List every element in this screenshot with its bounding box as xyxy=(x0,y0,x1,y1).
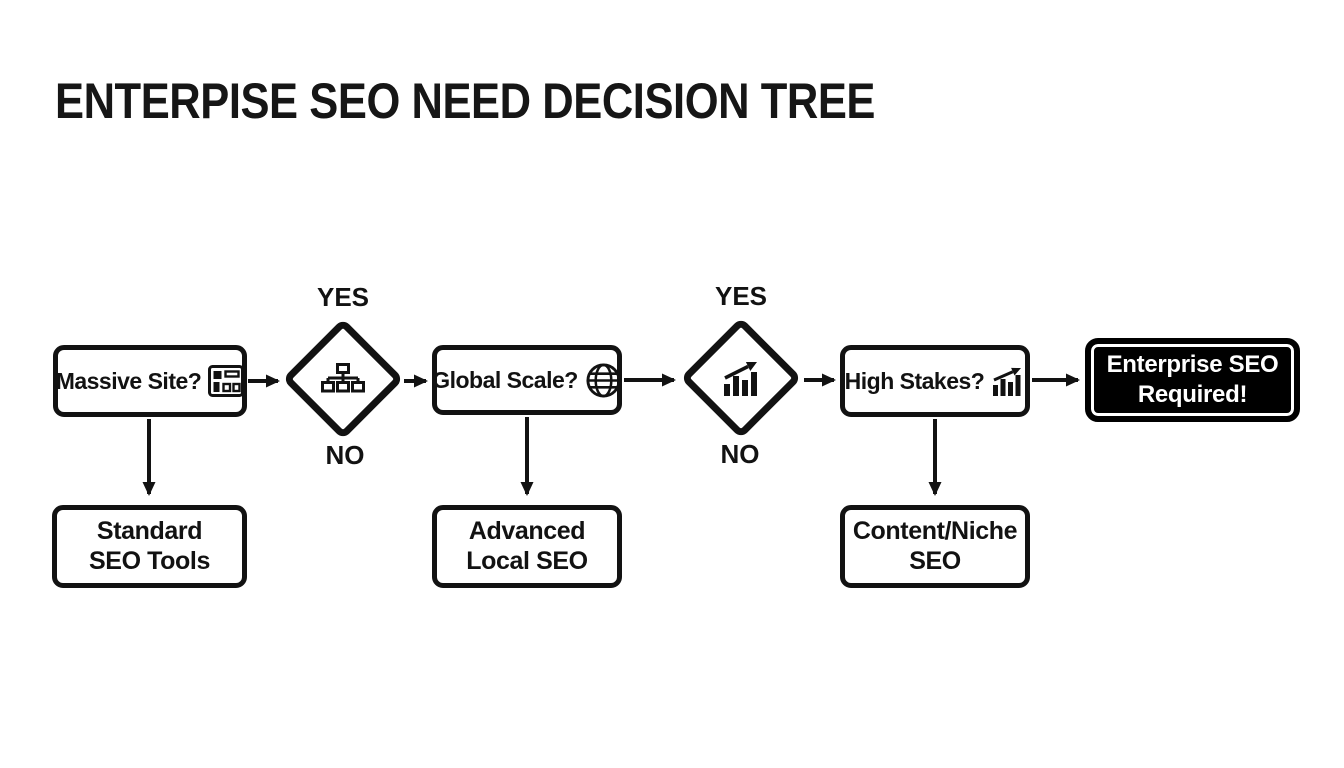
node-massive-site: Massive Site? xyxy=(53,345,247,417)
node-standard-seo-tools: Standard SEO Tools xyxy=(52,505,247,588)
node-global-scale: Global Scale? xyxy=(432,345,622,415)
outcome3-line1: Content/Niche xyxy=(852,517,1018,545)
sitemap-icon xyxy=(320,363,366,395)
decision1-diamond xyxy=(282,318,404,440)
outcome3-line2: SEO xyxy=(909,546,961,575)
outcome1-line2: SEO Tools xyxy=(89,546,210,575)
node-advanced-local-seo: Advanced Local SEO xyxy=(432,505,622,588)
webpage-layout-icon xyxy=(208,365,245,397)
page-title: ENTERPISE SEO NEED DECISION TREE xyxy=(55,73,876,129)
outcome2-line2: Local SEO xyxy=(466,546,588,575)
globe-icon xyxy=(585,362,622,399)
result-line1: Enterprise SEO xyxy=(1106,351,1279,378)
node-high-stakes-label: High Stakes? xyxy=(844,367,985,394)
outcome2-line1: Advanced xyxy=(468,517,586,545)
node-high-stakes: High Stakes? xyxy=(840,345,1030,417)
decision1-yes-label: YES xyxy=(316,282,370,312)
decision2-yes-label: YES xyxy=(714,281,768,311)
bar-chart-trend-icon xyxy=(721,360,761,396)
bar-chart-trend-icon xyxy=(991,366,1025,396)
decision1-no-label: NO xyxy=(325,440,365,470)
node-massive-site-label: Massive Site? xyxy=(55,367,202,394)
decision2-no-label: NO xyxy=(720,439,760,469)
result-line2: Required! xyxy=(1137,381,1248,408)
outcome1-line1: Standard xyxy=(96,517,203,545)
node-global-scale-label: Global Scale? xyxy=(432,366,578,393)
node-enterprise-seo-required: Enterprise SEO Required! xyxy=(1085,338,1300,422)
decision2-diamond xyxy=(680,317,802,439)
node-content-niche-seo: Content/Niche SEO xyxy=(840,505,1030,588)
